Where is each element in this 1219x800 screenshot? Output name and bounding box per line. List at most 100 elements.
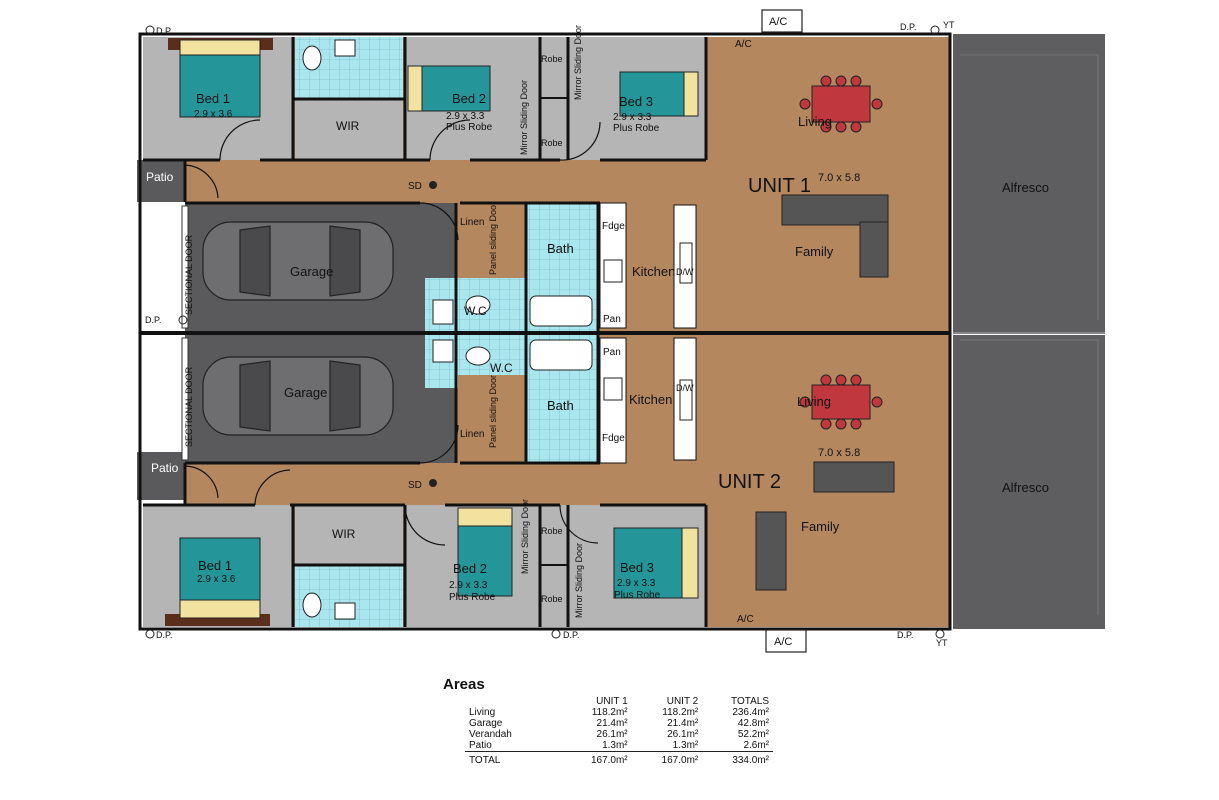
unit1-fdge-label: Fdge [602,221,625,232]
unit1-living-label: Living [798,114,832,129]
unit1-ac-unit-label: A/C [769,16,787,28]
unit2-robe-a: Robe [541,526,563,536]
areas-row-label: Garage [469,718,503,729]
areas-row-u2: 118.2m² [662,707,699,718]
areas-header: UNIT 2 [666,696,699,707]
areas-row-total: 2.6m² [743,740,769,751]
alfresco-unit1 [953,34,1105,332]
areas-row-u2: 21.4m² [667,718,699,729]
unit1-mirror2: Mirror Sliding Door [573,25,583,100]
sofa-icon [755,194,895,591]
ac-unit-icon [761,9,807,653]
unit2-sd-label: SD [408,480,422,491]
unit2-mirror2: Mirror Sliding Door [574,543,584,618]
unit1-family-label: Family [795,244,834,259]
unit1-patio [137,160,185,202]
unit2-bed1-size: 2.9 x 3.6 [197,574,236,585]
walls [138,32,952,631]
unit2-ac-unit-label: A/C [774,636,792,648]
unit2-linen-label: Linen [460,429,484,440]
car-icon [202,221,394,436]
fixture-icons [302,39,693,620]
areas-total-label: TOTAL [465,751,558,766]
unit1-panel-door: Panel sliding Door [488,202,498,275]
unit1-bed2-label: Bed 2 [452,91,486,106]
unit1-wir [295,99,403,160]
areas-title: Areas [443,676,485,693]
unit2-fdge-label: Fdge [602,433,625,444]
unit1-sectional-door [181,205,189,329]
unit2-living-size: 7.0 x 5.8 [818,447,860,459]
areas-row-u2: 1.3m² [672,740,699,751]
floor-plan: UNIT 1 Bed 1 2.9 x 3.6 Bed 2 2.9 x 3.3 P… [137,9,1105,653]
areas-row: Patio 1.3m² 1.3m² 2.6m² [465,740,773,752]
areas-panel: Areas UNIT 1 UNIT 2 TOTALS Living 118.2m… [443,676,773,766]
unit2-wc-label: W.C [490,361,513,375]
unit1-linen [458,203,526,291]
unit2-patio [137,452,185,500]
dining-table-icon [799,75,883,430]
unit1-sd-label: SD [408,181,422,192]
unit2-garage-label: Garage [284,385,327,400]
robe-divider [540,97,568,566]
unit1-robe-a: Robe [541,54,563,64]
areas-total-u2: 167.0m² [631,751,703,766]
areas-row: Garage 21.4m² 21.4m² 42.8m² [465,718,773,729]
unit2-bed3-robe: Plus Robe [614,590,661,601]
unit1-linen-label: Linen [460,217,484,228]
dp-label-6: D.P. [897,630,913,640]
unit2-dw-label: D/W [676,383,694,393]
smoke-detector-icon [429,181,437,487]
unit2-ac-label: A/C [737,614,754,625]
dp-label-4: D.P. [156,630,172,640]
dp-label-2: D.P. [900,22,916,32]
unit2-living-label: Living [797,394,831,409]
door-swings [184,119,601,546]
areas-row-u1: 26.1m² [596,729,628,740]
areas-header [465,696,558,707]
areas-row-total: 52.2m² [737,729,769,740]
unit1-pan-label: Pan [603,314,621,325]
dp-label-3: D.P. [145,315,161,325]
areas-row-total: 236.4m² [732,707,769,718]
unit2-bed2-size: 2.9 x 3.3 [449,580,488,591]
areas-row-u1: 1.3m² [602,740,628,751]
bed-icon [165,38,699,626]
areas-row: Verandah 26.1m² 26.1m² 52.2m² [465,729,773,740]
dp-label-1: D.P. [156,26,172,36]
areas-row-label: Living [469,707,496,718]
unit1-kitchen-label: Kitchen [632,264,675,279]
unit2-family-label: Family [801,519,840,534]
yt-label-1: YT [943,20,955,30]
areas-row-label: Verandah [469,729,512,740]
unit1-bed3-size: 2.9 x 3.3 [613,112,652,123]
unit1-bed1-label: Bed 1 [196,91,230,106]
downpipe-icon [145,25,945,639]
unit2-kitchen-label: Kitchen [629,392,672,407]
unit1-ac-label: A/C [735,39,752,50]
areas-total-u1: 167.0m² [557,751,632,766]
unit2-title: UNIT 2 [718,471,781,493]
unit2-wir-label: WIR [332,527,356,541]
unit2-wir [295,505,403,565]
unit2-robe-b: Robe [541,594,563,604]
unit2-bed2-label: Bed 2 [453,561,487,576]
unit1-living-size: 7.0 x 5.8 [818,172,860,184]
unit2-linen [458,375,526,463]
unit2-sectional-door [181,337,189,461]
unit2-panel-door: Panel sliding Door [488,375,498,448]
areas-header: TOTALS [731,696,769,707]
unit2-bed3-label: Bed 3 [620,560,654,575]
dp-label-5: D.P. [563,630,579,640]
unit1-mirror1: Mirror Sliding Door [519,80,529,155]
unit2-alfresco-label: Alfresco [1002,480,1049,495]
areas-total-total: 334.0m² [702,751,773,766]
areas-row-total: 42.8m² [737,718,769,729]
areas-row: Living 118.2m² 118.2m² 236.4m² [465,707,773,718]
alfresco-unit2 [953,335,1105,629]
unit1-bed2-robe: Plus Robe [446,122,493,133]
unit1-garage-label: Garage [290,264,333,279]
unit1-sectional-label: SECTIONAL DOOR [184,234,194,315]
areas-table: UNIT 1 UNIT 2 TOTALS Living 118.2m² 118.… [465,696,773,766]
unit2-bed3-size: 2.9 x 3.3 [617,578,656,589]
